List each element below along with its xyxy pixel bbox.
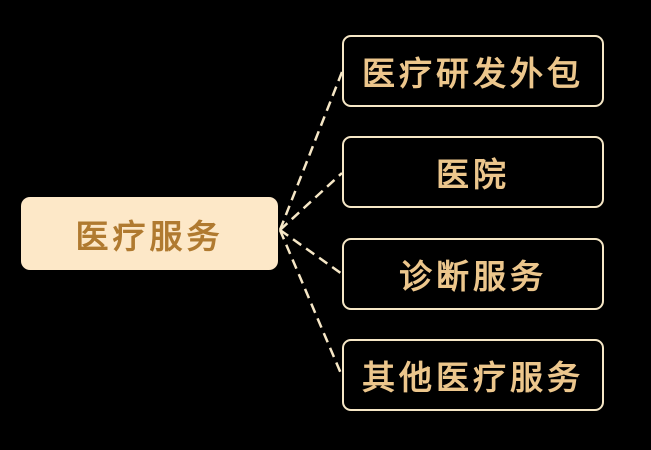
child-node-hospital: 医院 (342, 136, 604, 208)
connector-line-0 (278, 71, 344, 231)
child-label: 诊断服务 (399, 257, 547, 296)
child-label: 其他医疗服务 (362, 358, 584, 397)
child-label: 医院 (436, 155, 510, 194)
child-node-other: 其他医疗服务 (342, 339, 604, 411)
connector-line-2 (279, 228, 343, 276)
root-label: 医疗服务 (75, 216, 224, 256)
child-label: 医疗研发外包 (362, 54, 584, 93)
root-node: 医疗服务 (21, 197, 278, 270)
connector-line-3 (278, 229, 344, 377)
child-node-rd-outsourcing: 医疗研发外包 (342, 35, 604, 107)
child-node-diagnostics: 诊断服务 (342, 238, 604, 310)
connector-line-1 (279, 172, 343, 231)
